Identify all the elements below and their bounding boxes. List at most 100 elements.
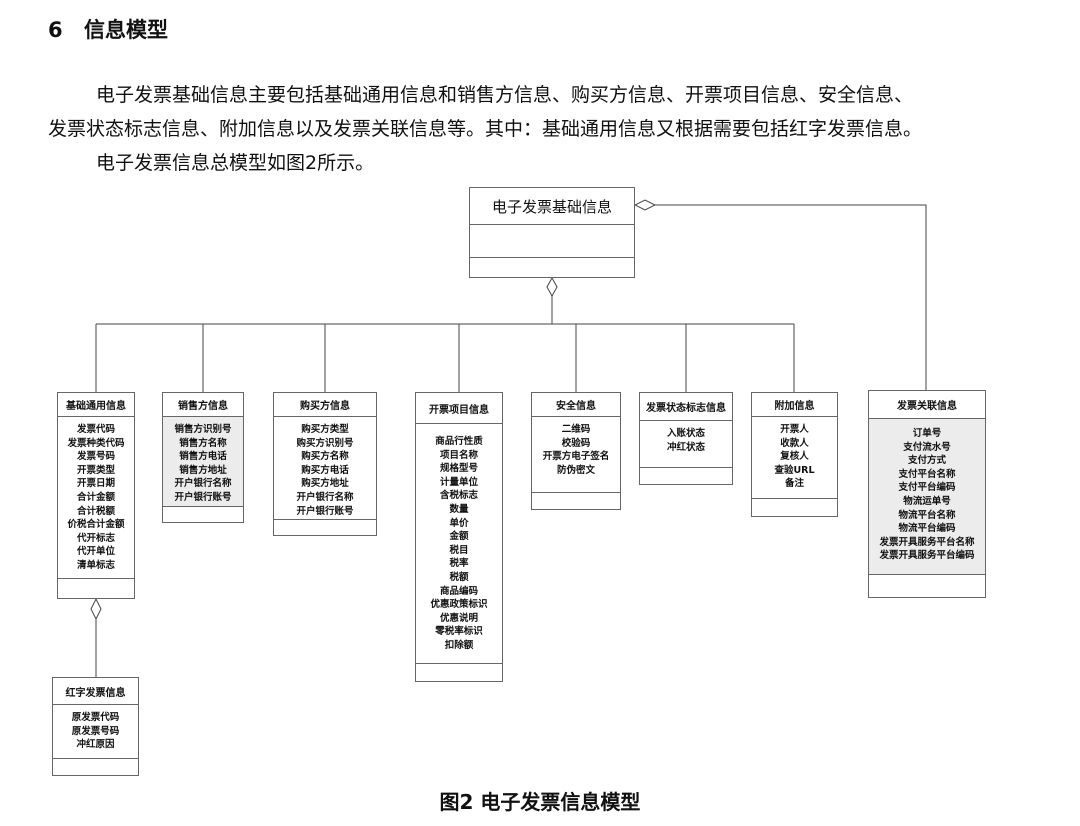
attribute: 购买方地址 xyxy=(301,478,349,490)
attribute: 优惠说明 xyxy=(439,612,478,624)
attribute: 冲红原因 xyxy=(76,739,115,751)
aggregation-diamond-guanlian xyxy=(633,199,657,211)
attribute: 规格型号 xyxy=(439,463,478,475)
attribute: 购买方名称 xyxy=(301,451,349,463)
attribute: 税额 xyxy=(449,571,469,583)
attribute: 支付平台名称 xyxy=(898,468,956,480)
class-title-kaipiao: 开票项目信息 xyxy=(416,393,502,424)
attribute: 原发票代码 xyxy=(71,712,120,723)
class-title-guanlian: 发票关联信息 xyxy=(869,391,985,419)
attribute: 价税合计金额 xyxy=(67,519,125,531)
class-attributes-guanlian: 订单号 支付流水号 支付方式 支付平台名称 支付平台编码 物流运单号 物流平台名… xyxy=(869,419,985,575)
attribute: 项目名称 xyxy=(439,449,478,461)
attribute: 开户银行名称 xyxy=(296,491,354,503)
attribute: 销售方电话 xyxy=(179,451,227,463)
figure-caption: 图2 电子发票信息模型 xyxy=(439,790,641,814)
attribute: 数量 xyxy=(449,503,469,515)
attribute: 查验URL xyxy=(774,464,815,476)
attribute: 合计金额 xyxy=(76,491,115,503)
attribute: 销售方名称 xyxy=(179,437,227,449)
attribute: 物流平台名称 xyxy=(898,509,956,521)
class-box-hongzi: 红字发票信息 原发票代码 原发票号码 冲红原因 xyxy=(52,677,139,776)
section-heading: 6 信息模型 xyxy=(48,14,168,44)
paragraph-3: 电子发票信息总模型如图2所示。 xyxy=(96,152,375,174)
attribute: 税率 xyxy=(449,558,469,570)
attribute: 开票人 xyxy=(780,424,809,435)
attribute: 合计税额 xyxy=(76,505,115,517)
attribute: 备注 xyxy=(784,478,804,490)
class-title-zhuangtai: 发票状态标志信息 xyxy=(640,393,732,421)
attribute: 销售方地址 xyxy=(179,464,227,476)
class-attributes-hongzi: 原发票代码 原发票号码 冲红原因 xyxy=(53,705,138,759)
attribute: 发票种类代码 xyxy=(67,437,125,449)
attribute: 物流平台编码 xyxy=(898,523,956,535)
class-title-hongzi: 红字发票信息 xyxy=(53,678,138,705)
attribute: 代开单位 xyxy=(76,546,115,558)
class-box-guanlian: 发票关联信息 订单号 支付流水号 支付方式 支付平台名称 支付平台编码 物流运单… xyxy=(868,390,986,598)
attribute: 开户银行名称 xyxy=(174,478,232,490)
attribute: 税目 xyxy=(449,544,469,556)
attribute: 收款人 xyxy=(780,437,809,449)
class-box-fujia: 附加信息 开票人 收款人 复核人 查验URL 备注 xyxy=(751,392,838,517)
attribute: 二维码 xyxy=(561,424,591,435)
paragraph-1: 电子发票基础信息主要包括基础通用信息和销售方信息、购买方信息、开票项目信息、安全… xyxy=(96,84,914,106)
attribute: 优惠政策标识 xyxy=(430,599,488,611)
attribute: 计量单位 xyxy=(439,476,478,488)
class-attributes-xiaoshou: 销售方识别号 销售方名称 销售方电话 销售方地址 开户银行名称 开户银行账号 xyxy=(163,417,243,507)
section-number: 6 xyxy=(48,18,63,42)
attribute: 开票日期 xyxy=(76,478,115,490)
class-attributes-kaipiao: 商品行性质 项目名称 规格型号 计量单位 含税标志 数量 单价 金额 税目 税率… xyxy=(416,424,502,664)
class-title-anquan: 安全信息 xyxy=(532,393,620,417)
class-title-xiaoshou: 销售方信息 xyxy=(163,393,243,417)
attribute: 冲红状态 xyxy=(666,441,705,453)
attribute: 支付平台编码 xyxy=(898,482,956,494)
attribute: 发票代码 xyxy=(76,424,115,435)
class-attributes-jichu: 发票代码 发票种类代码 发票号码 开票类型 开票日期 合计金额 合计税额 价税合… xyxy=(58,417,134,579)
attribute: 开户银行账号 xyxy=(296,505,354,517)
paragraph-2: 发票状态标志信息、附加信息以及发票关联信息等。其中：基础通用信息又根据需要包括红… xyxy=(48,118,923,140)
attribute: 扣除额 xyxy=(444,639,474,651)
section-title: 信息模型 xyxy=(84,18,168,42)
class-attributes-root xyxy=(470,225,634,258)
class-title-jichu: 基础通用信息 xyxy=(58,393,134,417)
attribute: 含税标志 xyxy=(439,490,478,502)
class-title-fujia: 附加信息 xyxy=(752,393,837,417)
class-box-goumai: 购买方信息 购买方类型 购买方识别号 购买方名称 购买方电话 购买方地址 开户银… xyxy=(273,392,377,536)
attribute: 代开标志 xyxy=(76,532,115,544)
class-box-anquan: 安全信息 二维码 校验码 开票方电子签名 防伪密文 xyxy=(531,392,621,510)
class-attributes-goumai: 购买方类型 购买方识别号 购买方名称 购买方电话 购买方地址 开户银行名称 开户… xyxy=(274,417,376,520)
attribute: 清单标志 xyxy=(76,559,115,571)
class-title-goumai: 购买方信息 xyxy=(274,393,376,417)
aggregation-diamond-jichu xyxy=(90,597,102,621)
attribute: 金额 xyxy=(449,531,469,543)
attribute: 发票号码 xyxy=(76,451,115,463)
attribute: 购买方类型 xyxy=(301,424,349,435)
attribute: 商品编码 xyxy=(439,585,478,597)
attribute: 校验码 xyxy=(561,437,591,449)
class-title-root: 电子发票基础信息 xyxy=(470,188,634,225)
class-box-jichu: 基础通用信息 发票代码 发票种类代码 发票号码 开票类型 开票日期 合计金额 合… xyxy=(57,392,135,599)
attribute: 支付方式 xyxy=(907,455,946,467)
class-box-zhuangtai: 发票状态标志信息 入账状态 冲红状态 xyxy=(639,392,733,485)
attribute: 订单号 xyxy=(912,428,942,439)
class-box-xiaoshou: 销售方信息 销售方识别号 销售方名称 销售方电话 销售方地址 开户银行名称 开户… xyxy=(162,392,244,523)
class-attributes-fujia: 开票人 收款人 复核人 查验URL 备注 xyxy=(752,417,837,499)
attribute: 单价 xyxy=(449,517,469,529)
attribute: 零税率标识 xyxy=(435,626,483,638)
attribute: 原发票号码 xyxy=(71,725,120,737)
attribute: 开户银行账号 xyxy=(174,491,232,503)
attribute: 支付流水号 xyxy=(903,441,951,453)
aggregation-diamond-root xyxy=(546,276,558,298)
attribute: 入账状态 xyxy=(666,428,705,439)
attribute: 物流运单号 xyxy=(903,495,951,507)
attribute: 商品行性质 xyxy=(435,436,483,447)
attribute: 开票方电子签名 xyxy=(542,451,610,463)
attribute: 发票开具服务平台编码 xyxy=(879,550,975,562)
attribute: 购买方识别号 xyxy=(296,437,354,449)
attribute: 开票类型 xyxy=(76,464,115,476)
attribute: 复核人 xyxy=(780,451,809,463)
attribute: 销售方识别号 xyxy=(174,424,232,435)
attribute: 发票开具服务平台名称 xyxy=(879,536,975,548)
class-box-root: 电子发票基础信息 xyxy=(469,187,635,278)
